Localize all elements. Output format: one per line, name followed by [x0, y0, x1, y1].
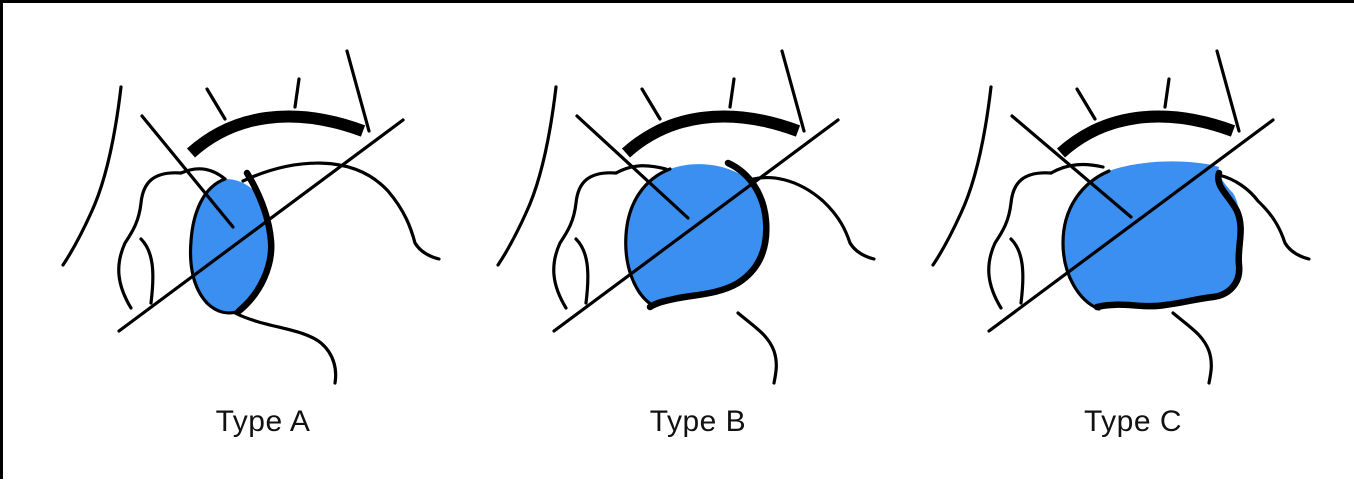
inner-contour-small [1011, 239, 1023, 303]
perpendicular-line [1012, 116, 1131, 217]
inner-contour-join [616, 166, 666, 173]
panel-label-type-c: Type C [913, 405, 1353, 439]
thick-arc [626, 117, 798, 153]
radial-line-2 [295, 79, 299, 107]
radial-line-2 [1165, 79, 1169, 107]
radial-line-1 [642, 89, 660, 119]
radial-line-3 [347, 51, 369, 131]
lower-contour [738, 313, 776, 383]
inner-contour-small [576, 239, 588, 303]
outer-contour-left [498, 87, 556, 265]
radial-line-3 [782, 51, 804, 131]
radial-line-1 [207, 89, 225, 119]
inner-contour-loop [554, 173, 616, 308]
panel-label-type-a: Type A [43, 405, 483, 439]
diagonal-line [554, 120, 838, 331]
thick-arc [191, 117, 363, 153]
radial-line-3 [1217, 51, 1239, 131]
radial-line-1 [1077, 89, 1095, 119]
lower-contour [235, 313, 336, 383]
panel-type-b: Type B [438, 3, 878, 482]
outer-contour-left [63, 87, 121, 265]
panel-type-a: Type A [3, 3, 443, 482]
thick-arc [1061, 117, 1233, 153]
panel-type-c: Type C [873, 3, 1313, 482]
radial-line-2 [730, 79, 734, 107]
lower-contour [1173, 313, 1211, 383]
inner-contour-loop [119, 173, 181, 308]
inner-contour-small [141, 239, 153, 303]
panel-label-type-b: Type B [478, 405, 918, 439]
outer-contour-left [933, 87, 991, 265]
diagonal-line [119, 120, 403, 331]
inner-contour-loop [989, 173, 1051, 308]
